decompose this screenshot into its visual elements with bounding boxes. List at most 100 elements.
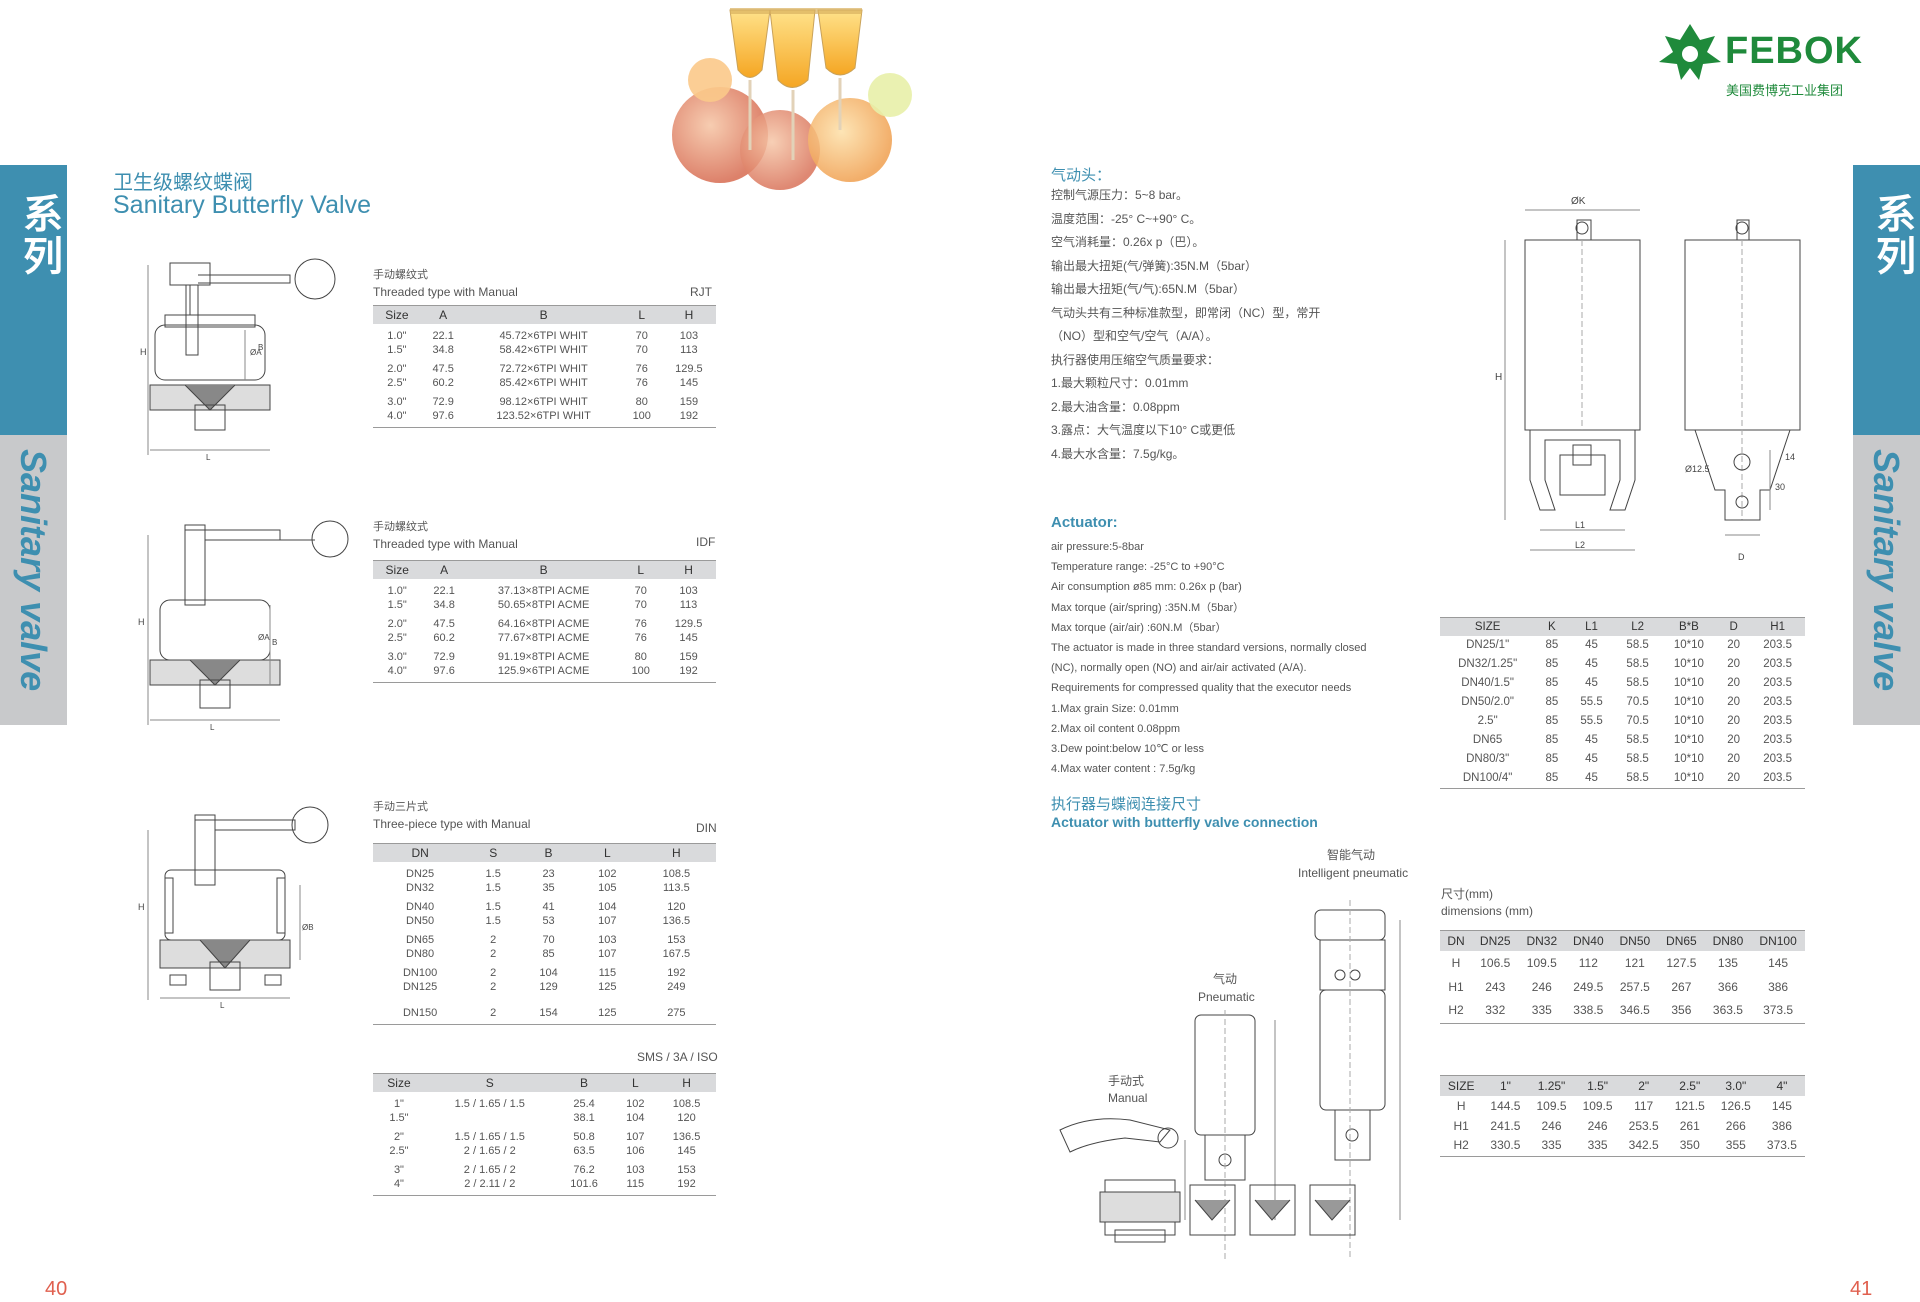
spec-line: 3.Dew point:below 10℃ or less — [1051, 743, 1204, 756]
table-header: DN65 — [1658, 930, 1705, 951]
dim-label-d: D — [1738, 552, 1745, 562]
table-header: 2.5" — [1666, 1075, 1713, 1096]
table-header: H1 — [1750, 617, 1805, 636]
brand-subtitle: 美国费博克工业集团 — [1726, 83, 1844, 98]
table-header: L2 — [1614, 617, 1661, 636]
dim-label-dia: Ø12.5 — [1685, 464, 1710, 474]
spec-line: 输出最大扭矩(气/气):65N.M（5bar） — [1051, 282, 1246, 296]
table-header: DN50 — [1611, 930, 1659, 951]
svg-text:H: H — [138, 902, 145, 912]
dim-label-30: 30 — [1775, 482, 1785, 492]
svg-text:L: L — [220, 1001, 225, 1010]
table-header: H — [661, 560, 716, 579]
table-header: L — [577, 843, 637, 862]
page-title-cn: 卫生级螺纹蝶阀 — [113, 172, 253, 194]
spec-line: Max torque (air/air) :60N.M（5bar） — [1051, 621, 1227, 634]
dim-label-h: H — [1495, 372, 1502, 383]
label-pneumatic-en: Pneumatic — [1198, 990, 1255, 1004]
idf-valve-drawing: H ØA B L — [138, 515, 350, 732]
page-number-right: 41 — [1850, 1278, 1873, 1300]
actuator-heading-en: Actuator: — [1051, 514, 1118, 531]
side-tab-left: 卫生级阀门系列 — [0, 165, 119, 435]
spec-line: 输出最大扭矩(气/弹簧):35N.M（5bar） — [1051, 258, 1258, 273]
table-header: 2" — [1620, 1075, 1667, 1096]
spec-line: 2.最大油含量：0.08ppm — [1051, 399, 1180, 414]
table-header: B — [465, 305, 622, 324]
spec-line: air pressure:5-8bar — [1051, 541, 1144, 553]
dim-label-l1: L1 — [1575, 520, 1585, 530]
table-header: L — [613, 1073, 658, 1092]
table-header: 4" — [1758, 1075, 1805, 1096]
table-header: A — [421, 560, 467, 579]
table-header: S — [467, 843, 520, 862]
spec-line: 控制气源压力：5~8 bar。 — [1051, 188, 1189, 202]
table-header: D — [1717, 617, 1751, 636]
svg-text:B: B — [272, 638, 277, 647]
rjt-caption-en: Threaded type with Manual — [373, 285, 518, 299]
actuator-heading-cn: 气动头： — [1051, 167, 1112, 184]
table-header: DN80 — [1704, 930, 1752, 951]
rjt-caption-cn: 手动螺纹式 — [373, 269, 428, 281]
side-tab-right: 卫生级阀门系列 — [1853, 165, 1920, 435]
page-title-en: Sanitary Butterfly Valve — [113, 191, 371, 219]
connection-heading-en: Actuator with butterfly valve connection — [1051, 814, 1318, 830]
table-header: L — [621, 305, 662, 324]
svg-text:H: H — [138, 617, 145, 627]
table-header: 1" — [1482, 1075, 1529, 1096]
spec-line: 4.最大水含量：7.5g/kg。 — [1051, 446, 1185, 461]
table-header: H — [661, 305, 716, 324]
label-intelligent-cn: 智能气动 — [1327, 848, 1376, 862]
table-header: B — [466, 560, 621, 579]
table-header: DN32 — [1518, 930, 1566, 951]
spec-line: Temperature range: -25°C to +90°C — [1051, 561, 1225, 574]
dim-caption-en: dimensions (mm) — [1441, 904, 1534, 918]
table-header: H — [636, 843, 716, 862]
table-header: 1.5" — [1574, 1075, 1621, 1096]
table-header: Size — [373, 305, 421, 324]
table-header: L — [620, 560, 662, 579]
table-header: SIZE — [1440, 1075, 1483, 1096]
table-header: SIZE — [1440, 617, 1536, 636]
actuator-spec-en: air pressure:5-8bar Temperature range: -… — [1051, 537, 1391, 779]
dim-label-k: ØK — [1571, 196, 1586, 207]
svg-text:ØA: ØA — [258, 633, 270, 642]
rjt-standard: RJT — [690, 285, 712, 299]
table-header: A — [420, 305, 466, 324]
table-header: DN — [373, 843, 468, 862]
spec-line: 温度范围：-25° C~+90° C。 — [1051, 211, 1202, 226]
idf-caption-en: Threaded type with Manual — [373, 537, 518, 551]
table-header: K — [1535, 617, 1569, 636]
table-header: DN40 — [1565, 930, 1612, 951]
table-header: B — [519, 843, 578, 862]
rjt-valve-drawing: H ØA B L — [140, 255, 350, 462]
table-header: Size — [373, 560, 422, 579]
page-number-left: 40 — [45, 1278, 68, 1300]
